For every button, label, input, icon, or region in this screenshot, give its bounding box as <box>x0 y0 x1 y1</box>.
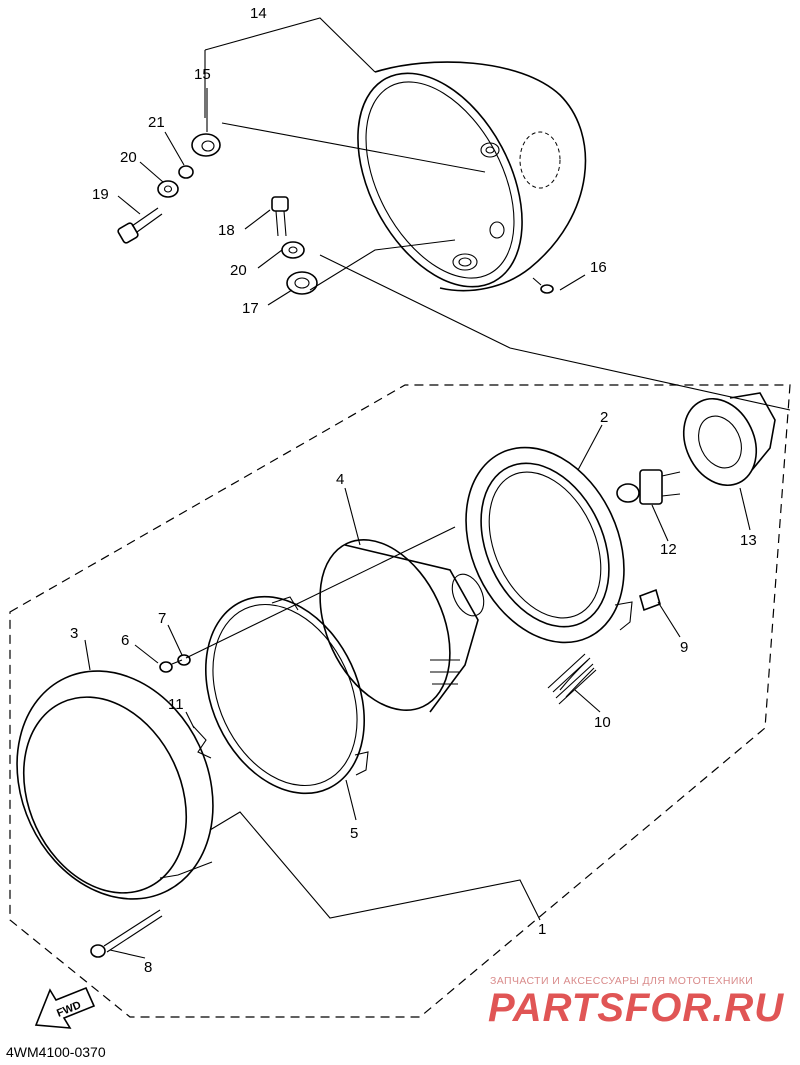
callout-14: 14 <box>250 5 267 22</box>
callout-3: 3 <box>70 625 78 642</box>
callout-labels: 1 2 3 4 5 6 7 8 9 10 11 12 13 14 15 16 1… <box>70 5 757 976</box>
leader-lines <box>84 17 791 959</box>
rim <box>205 595 369 795</box>
callout-1: 1 <box>538 921 546 938</box>
reflector <box>319 539 485 713</box>
watermark-brand: PARTSFOR.RU <box>488 986 785 1030</box>
callout-4: 4 <box>336 471 344 488</box>
callout-20-lower: 20 <box>230 262 247 279</box>
screw-6 <box>159 659 183 673</box>
callout-5: 5 <box>350 825 358 842</box>
fwd-arrow: FWD <box>34 986 96 1029</box>
bulb-12 <box>616 469 681 505</box>
callout-21: 21 <box>148 114 165 131</box>
callout-15: 15 <box>194 66 211 83</box>
callout-10: 10 <box>594 714 611 731</box>
callout-2: 2 <box>600 409 608 426</box>
callout-16: 16 <box>590 259 607 276</box>
washer-7 <box>177 654 191 666</box>
diagram-code: 4WM4100-0370 <box>6 1044 106 1060</box>
callout-9: 9 <box>680 639 688 656</box>
grommet-17 <box>286 271 318 295</box>
callout-7: 7 <box>158 610 166 627</box>
callout-6: 6 <box>121 632 129 649</box>
headlight-housing <box>357 61 587 292</box>
callout-19: 19 <box>92 186 109 203</box>
screw-8 <box>90 909 163 958</box>
bolt-18 <box>271 196 289 237</box>
screw-16 <box>532 277 554 294</box>
lens-unit <box>465 446 633 644</box>
bolt-19 <box>117 207 163 244</box>
callout-20-upper: 20 <box>120 149 137 166</box>
watermark-tagline: ЗАПЧАСТИ И АКСЕССУАРЫ ДЛЯ МОТОТЕХНИКИ <box>490 975 754 987</box>
callout-17: 17 <box>242 300 259 317</box>
collar-21 <box>178 165 194 179</box>
headlight-ring <box>16 670 214 900</box>
clip-9 <box>639 588 661 612</box>
spring-clip-11 <box>192 725 212 759</box>
washer-20-lower <box>281 241 305 259</box>
washer-20-upper <box>157 180 179 198</box>
callout-11: 11 <box>168 696 184 713</box>
socket-cover-13 <box>682 392 776 487</box>
spring-10 <box>547 653 597 705</box>
callout-18: 18 <box>218 222 235 239</box>
assembly-boundary <box>9 384 791 1018</box>
callout-12: 12 <box>660 541 677 558</box>
callout-13: 13 <box>740 532 757 549</box>
grommet-15 <box>191 133 221 157</box>
callout-8: 8 <box>144 959 152 976</box>
